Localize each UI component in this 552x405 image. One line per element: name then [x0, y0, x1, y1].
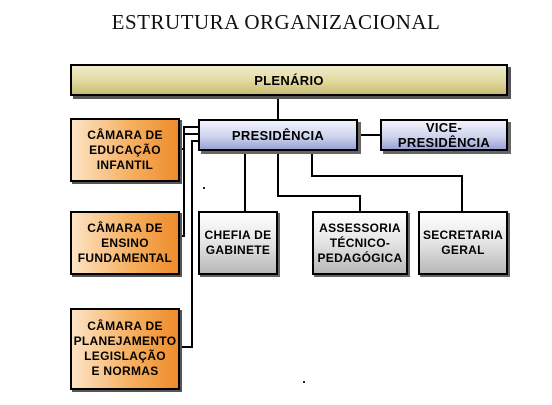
plenario-box: PLENÁRIO: [70, 64, 508, 96]
presidencia-box: PRESIDÊNCIA: [198, 119, 358, 151]
camara-ensino-fundamental-label: CÂMARA DE ENSINO FUNDAMENTAL: [77, 220, 173, 265]
camara-planejamento-label: CÂMARA DE PLANEJAMENTO LEGISLAÇÃO E NORM…: [73, 319, 177, 378]
stray-dot: [303, 381, 305, 383]
vice-presidencia-label: VICE-PRESIDÊNCIA: [397, 120, 491, 150]
vice-presidencia-box: VICE-PRESIDÊNCIA: [380, 119, 508, 151]
camara-ensino-fundamental-box: CÂMARA DE ENSINO FUNDAMENTAL: [70, 211, 180, 275]
presidencia-label: PRESIDÊNCIA: [231, 127, 325, 143]
plenario-label: PLENÁRIO: [254, 72, 324, 88]
chefia-gabinete-box: CHEFIA DE GABINETE: [198, 211, 278, 275]
stray-dot: [203, 187, 205, 189]
camara-educacao-infantil-box: CÂMARA DE EDUCAÇÃO INFANTIL: [70, 118, 180, 182]
camara-planejamento-box: CÂMARA DE PLANEJAMENTO LEGISLAÇÃO E NORM…: [70, 308, 180, 390]
camara-educacao-infantil-label: CÂMARA DE EDUCAÇÃO INFANTIL: [87, 127, 163, 172]
assessoria-label: ASSESSORIA TÉCNICO- PEDAGÓGICA: [317, 220, 403, 265]
page-title: ESTRUTURA ORGANIZACIONAL: [111, 10, 441, 34]
assessoria-box: ASSESSORIA TÉCNICO- PEDAGÓGICA: [312, 211, 408, 275]
secretaria-geral-box: SECRETARIA GERAL: [418, 211, 508, 275]
chefia-gabinete-label: CHEFIA DE GABINETE: [204, 228, 272, 257]
secretaria-geral-label: SECRETARIA GERAL: [422, 228, 504, 257]
